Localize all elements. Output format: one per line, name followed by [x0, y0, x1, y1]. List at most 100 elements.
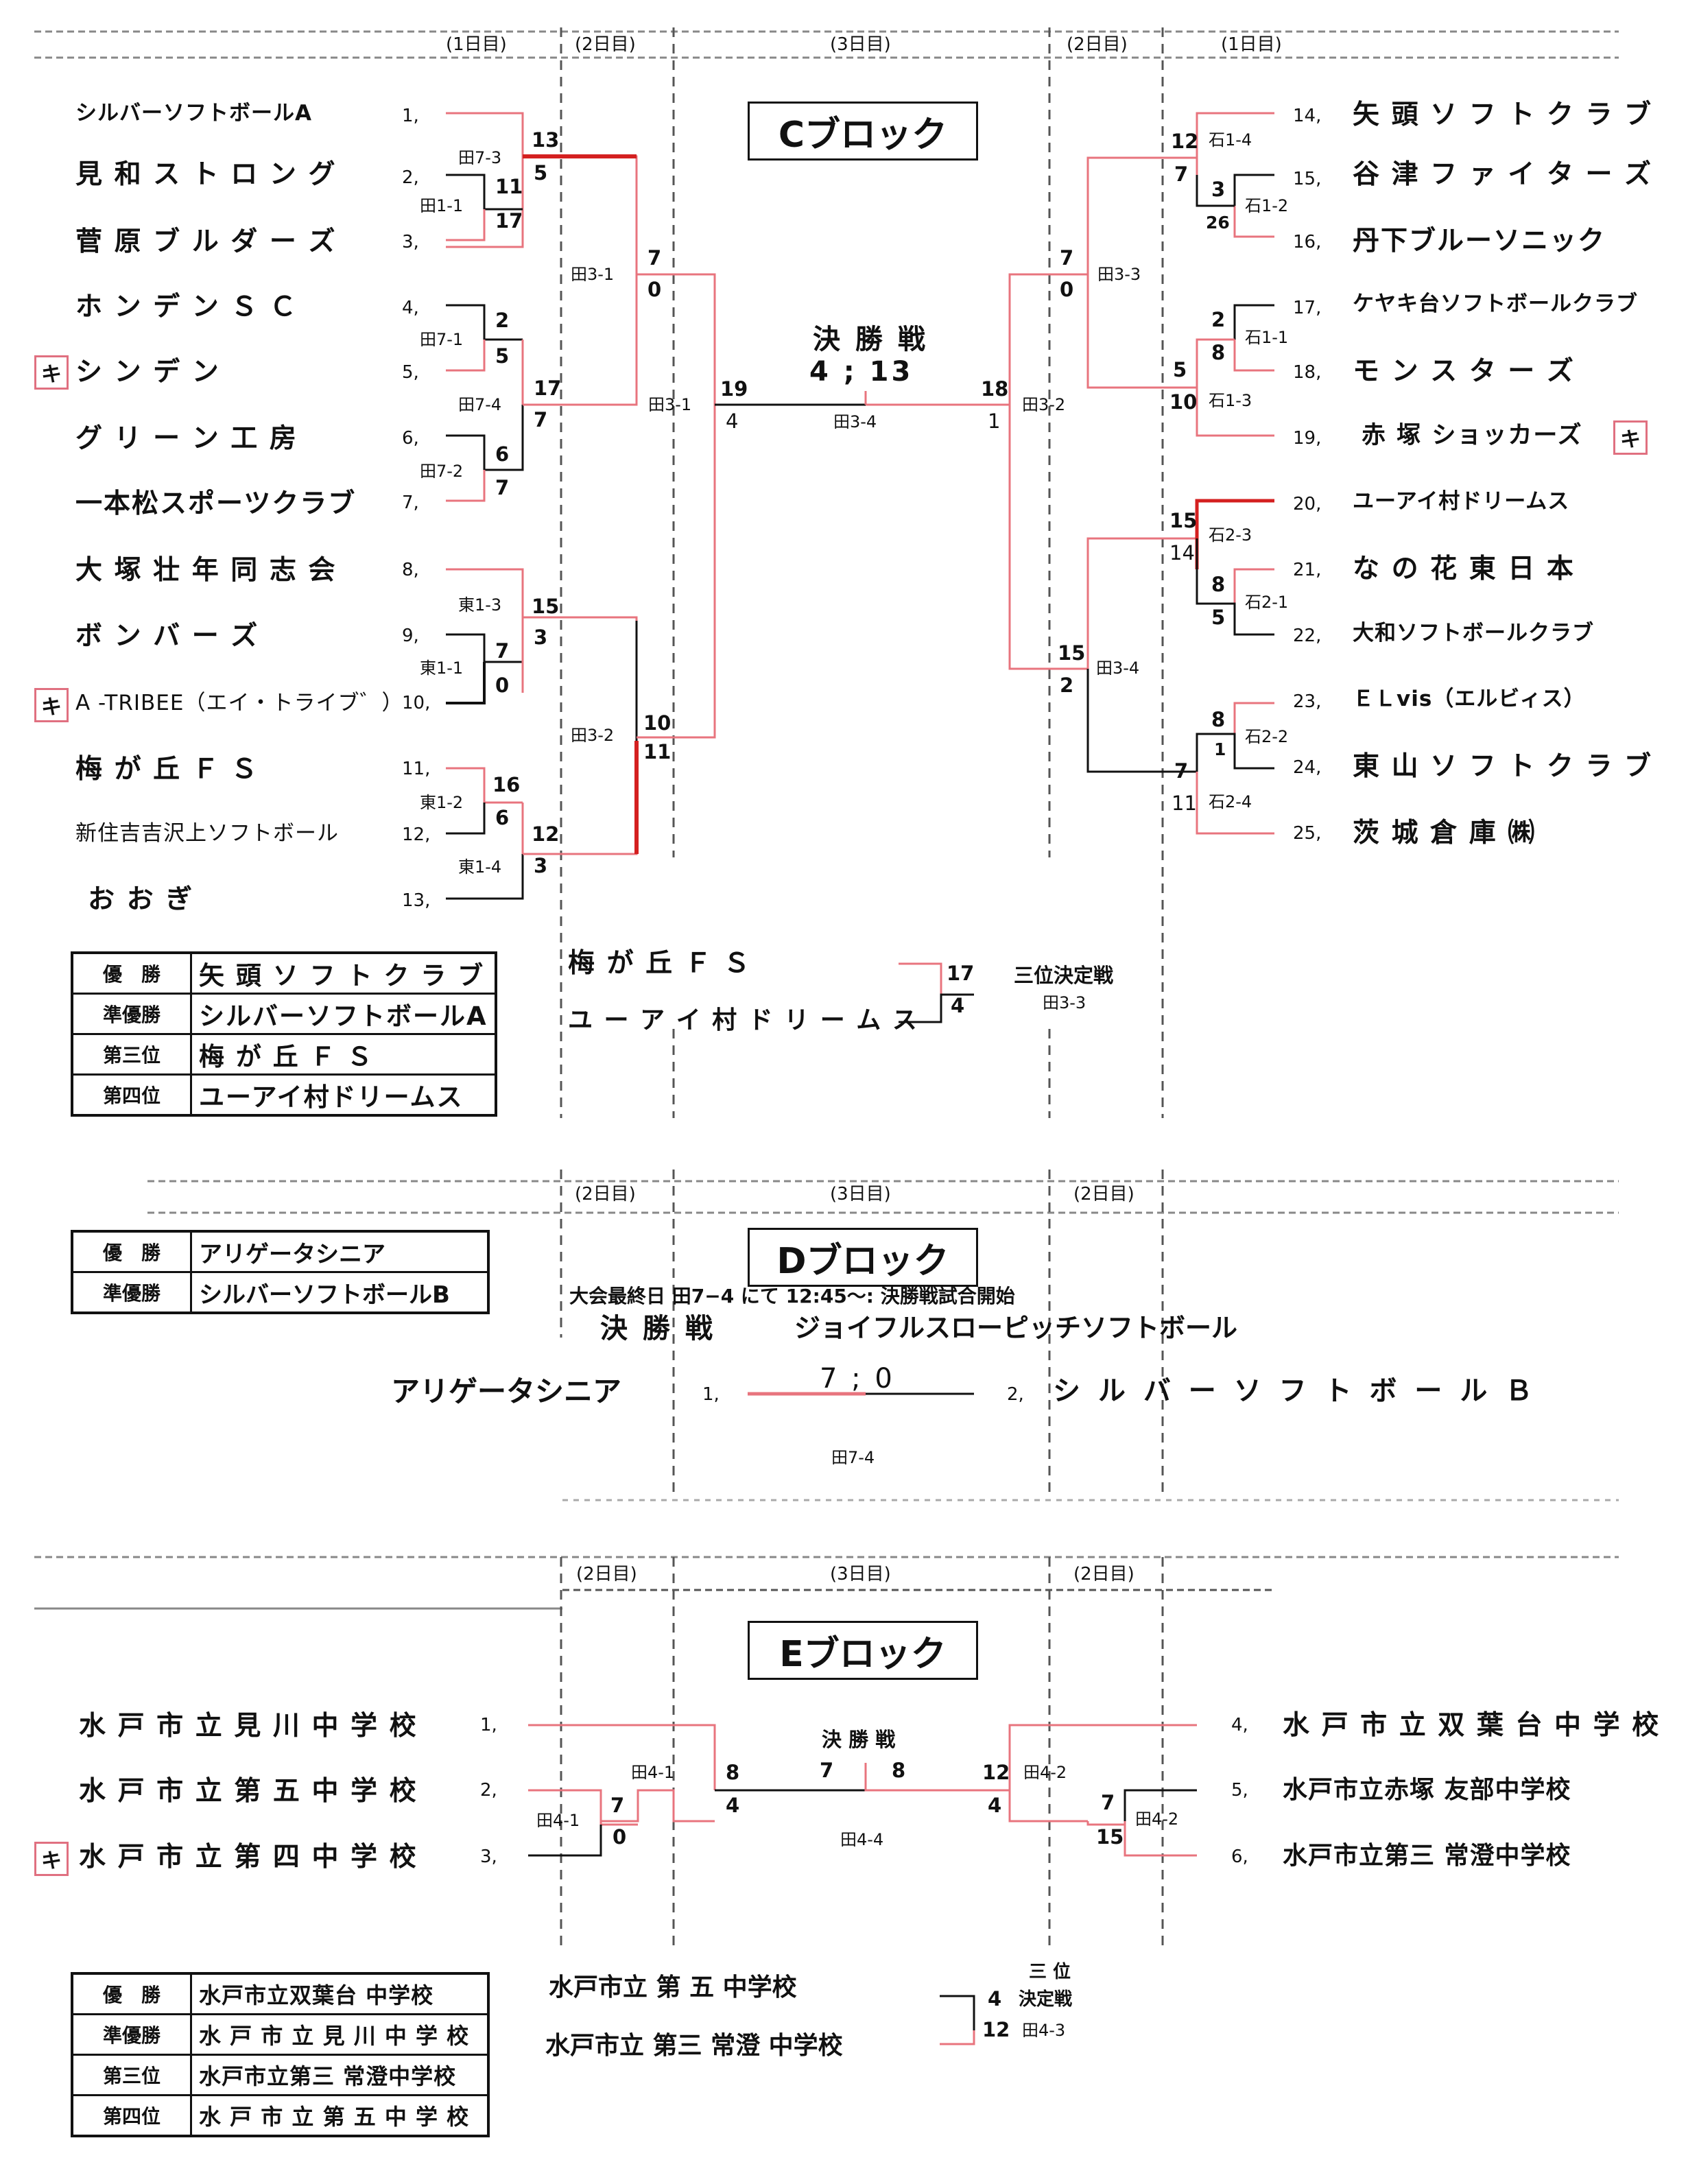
c-score: 7 — [647, 246, 662, 270]
team-e-2-no: 2, — [480, 1780, 497, 1801]
team-e-6-no: 6, — [1231, 1847, 1248, 1867]
e-day-label-2-left: (2日目) — [576, 1564, 637, 1584]
team-c-4-no: 4, — [402, 298, 419, 318]
c-code: 田1-1 — [420, 196, 464, 215]
team-e-5-no: 5, — [1231, 1780, 1248, 1801]
d-day-label-3: (3日目) — [830, 1184, 891, 1204]
c-score: 26 — [1206, 213, 1230, 233]
c-score: 19 — [720, 377, 748, 401]
c-score: 2 — [1211, 308, 1226, 331]
team-c-22: 大和ソフトボールクラブ — [1353, 621, 1594, 645]
c-score: 0 — [495, 674, 510, 697]
e-code: 田4-1 — [631, 1763, 675, 1782]
table-row: 優 勝水戸市立双葉台 中学校 — [71, 1972, 490, 2015]
d-team-1: アリゲータシニア — [391, 1375, 622, 1408]
team-c-5-no: 5, — [402, 362, 419, 383]
c-results-table: 優 勝矢 頭 ソ フ ト ク ラ ブ 準優勝シルバーソフトボールA 第三位梅 が… — [71, 951, 497, 1117]
c-score: 17 — [495, 209, 523, 233]
day-label-1-left: (1日目) — [446, 34, 507, 55]
e-third-label-2: 決定戦 — [1019, 1989, 1073, 2010]
e-day-label-3: (3日目) — [830, 1564, 891, 1584]
table-row: 準優勝水 戸 市 立 見 川 中 学 校 — [71, 2013, 490, 2056]
c-score: 11 — [643, 740, 672, 763]
c-code: 田3-1 — [571, 265, 615, 284]
rank-cell: 優 勝 — [71, 1230, 192, 1273]
c-code: 田3-2 — [1022, 395, 1066, 414]
winner-cell: 水 戸 市 立 第 五 中 学 校 — [190, 2094, 490, 2137]
e-final-score-1: 7 — [820, 1759, 834, 1782]
d-day-label-2-left: (2日目) — [575, 1184, 636, 1204]
e-score: 7 — [1101, 1791, 1115, 1814]
ki-mark-c-10: キ — [34, 688, 69, 722]
c-score: 6 — [495, 442, 510, 466]
team-e-1: 水 戸 市 立 見 川 中 学 校 — [79, 1711, 418, 1742]
c-score: 11 — [1172, 792, 1197, 815]
e-third-team-1: 水戸市立 第 五 中学校 — [549, 1973, 797, 2002]
table-row: 準優勝シルバーソフトボールB — [71, 1271, 490, 1314]
c-code: 東1-4 — [458, 857, 502, 877]
ki-mark-c-5: キ — [34, 355, 69, 390]
team-c-13: お お ぎ — [88, 884, 194, 915]
team-e-4: 水 戸 市 立 双 葉 台 中 学 校 — [1283, 1710, 1661, 1741]
e-score: 4 — [726, 1794, 740, 1817]
c-score: 7 — [495, 476, 510, 499]
d-team-2-no: 2, — [1007, 1384, 1024, 1405]
winner-cell: 水戸市立双葉台 中学校 — [190, 1972, 490, 2015]
team-c-11-no: 11, — [402, 759, 431, 779]
team-c-7: 一本松スポーツクラブ — [75, 488, 357, 519]
team-c-23: ＥＬvis（エルビィス） — [1353, 687, 1586, 711]
d-results-table: 優 勝アリゲータシニア 準優勝シルバーソフトボールB — [71, 1230, 490, 1314]
c-third-score-1: 17 — [947, 962, 975, 985]
team-c-6: グ リ ー ン 工 房 — [75, 423, 298, 454]
c-score: 7 — [534, 408, 548, 431]
team-c-5: シ ン デ ン — [75, 357, 220, 388]
d-team-2: シ ル バ ー ソ フ ト ボ ー ル Ｂ — [1053, 1375, 1537, 1407]
c-score: 0 — [1060, 278, 1074, 301]
team-c-17: ケヤキ台ソフトボールクラブ — [1353, 292, 1638, 316]
team-c-10: A -TRIBEE（エイ・トライブ゛） — [75, 691, 404, 715]
c-score: 7 — [495, 639, 510, 663]
c-final-label: 決 勝 戦 — [813, 324, 928, 355]
c-score: 1 — [988, 410, 1001, 433]
rank-cell: 優 勝 — [71, 951, 192, 995]
c-score: 7 — [1174, 759, 1189, 783]
team-c-20: ユーアイ村ドリームス — [1353, 489, 1570, 514]
team-c-22-no: 22, — [1293, 626, 1322, 646]
d-final-code: 田7-4 — [831, 1448, 875, 1467]
team-c-25: 茨 城 倉 庫 ㈱ — [1353, 818, 1536, 848]
e-final-label: 決 勝 戦 — [822, 1728, 896, 1751]
team-c-23-no: 23, — [1293, 691, 1322, 712]
c-code: 東1-3 — [458, 595, 502, 615]
c-score: 8 — [1211, 573, 1226, 596]
c-code: 石1-2 — [1245, 196, 1289, 215]
winner-cell: 矢 頭 ソ フ ト ク ラ ブ — [189, 951, 497, 995]
c-third-team-1: 梅 が 丘 Ｆ Ｓ — [568, 948, 752, 979]
team-c-18-no: 18, — [1293, 362, 1322, 383]
c-score: 17 — [534, 377, 562, 400]
team-e-5: 水戸市立赤塚 友部中学校 — [1283, 1776, 1571, 1804]
e-third-team-2: 水戸市立 第三 常澄 中学校 — [545, 2032, 843, 2060]
c-score: 15 — [1169, 509, 1198, 532]
e-score: 7 — [610, 1794, 625, 1817]
e-code: 田4-2 — [1135, 1809, 1179, 1829]
team-c-15: 谷 津 フ ァ イ タ ー ズ — [1353, 159, 1653, 190]
d-final-score: 7 ; 0 — [820, 1363, 895, 1394]
c-code: 田7-1 — [420, 330, 464, 349]
team-e-4-no: 4, — [1231, 1715, 1248, 1735]
team-c-2-no: 2, — [402, 167, 419, 188]
team-c-16-no: 16, — [1293, 232, 1322, 252]
c-score: 18 — [981, 377, 1009, 401]
team-c-1-no: 1, — [402, 106, 419, 126]
c-code: 石1-1 — [1245, 328, 1289, 347]
e-final-code: 田4-4 — [840, 1830, 884, 1849]
c-score: 8 — [1211, 341, 1226, 364]
c-code: 田3-2 — [571, 726, 615, 745]
e-score: 4 — [988, 1794, 1002, 1817]
c-score: 10 — [643, 711, 672, 735]
rank-cell: 第四位 — [71, 2094, 192, 2137]
winner-cell: 水 戸 市 立 見 川 中 学 校 — [190, 2013, 490, 2056]
team-c-16: 丹下ブルーソニック — [1353, 226, 1606, 257]
rank-cell: 準優勝 — [71, 993, 192, 1035]
team-c-14: 矢 頭 ソ フ ト ク ラ ブ — [1353, 99, 1653, 130]
